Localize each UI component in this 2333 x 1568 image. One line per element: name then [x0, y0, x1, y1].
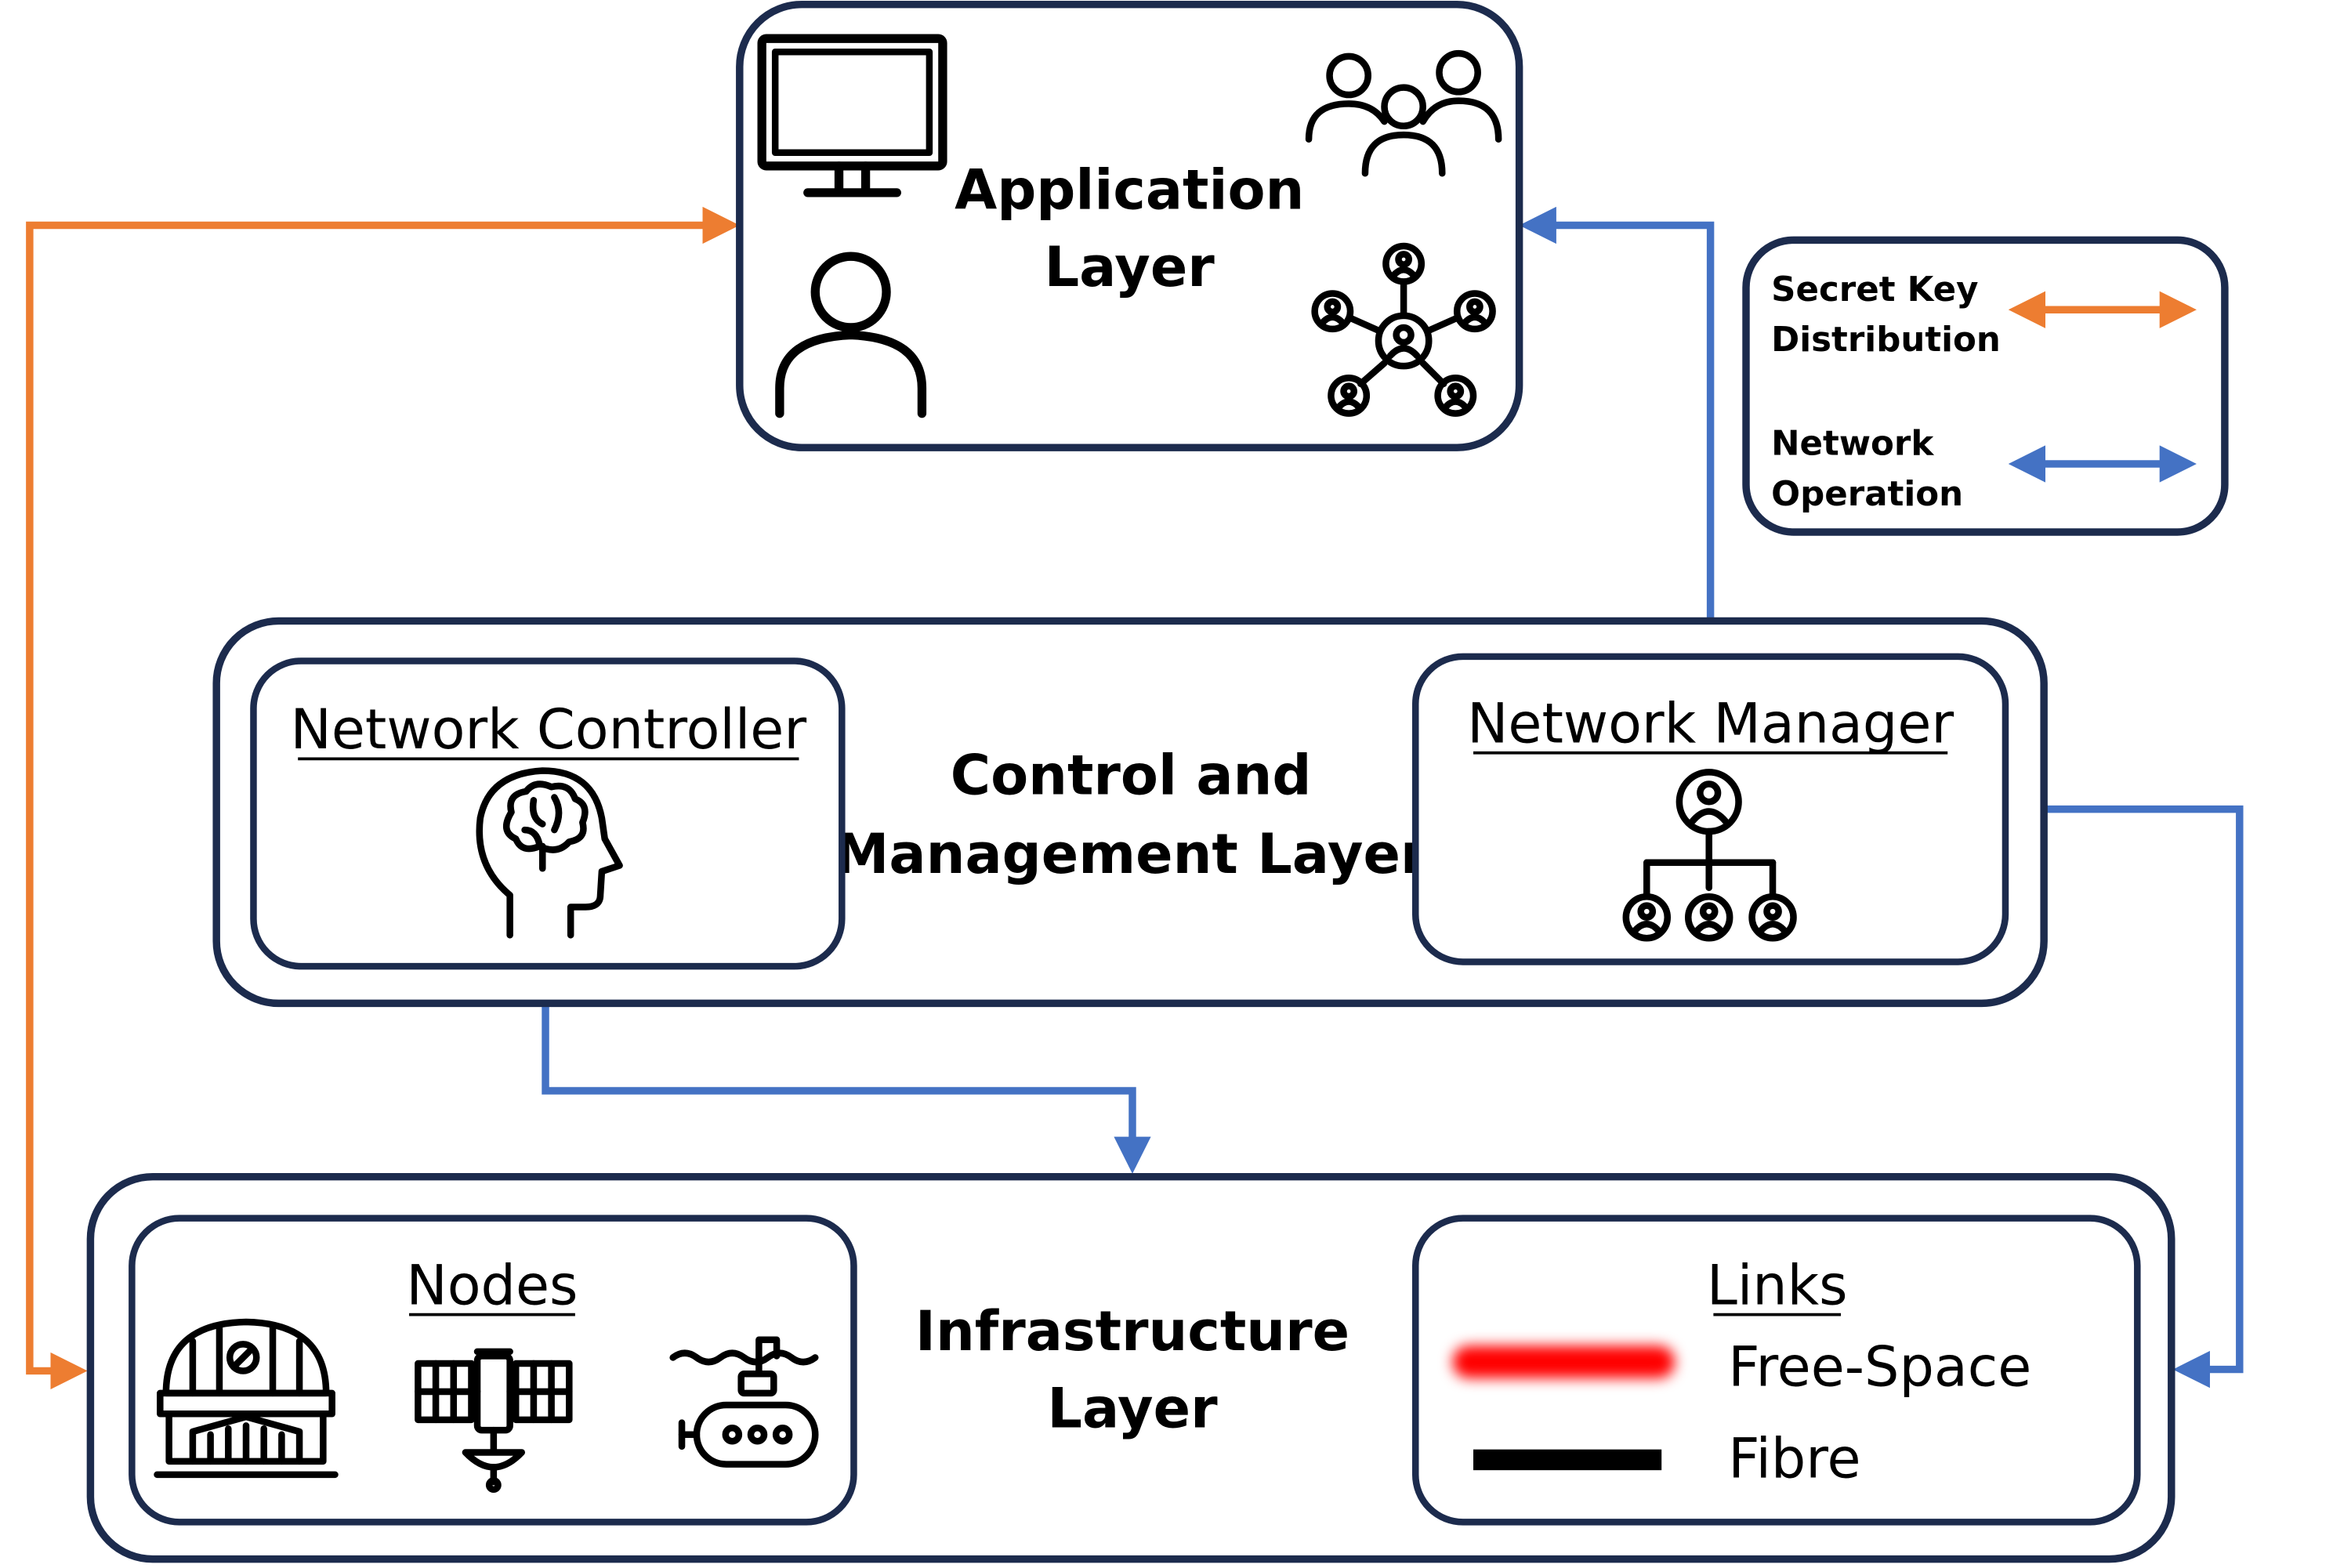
control-layer-title: Control and: [951, 744, 1312, 808]
control-layer-subtitle: Management Layer: [835, 822, 1428, 886]
manager-to-links-connector: [2004, 791, 2244, 1389]
user-group-icon: [1305, 49, 1502, 177]
user-icon: [775, 252, 927, 418]
monitor-icon: [757, 34, 947, 197]
free-space-link-swatch: [1452, 1345, 1675, 1378]
app-to-manager-connector: [1519, 206, 1730, 655]
legend-network-operation-line1: Network: [1771, 425, 1934, 464]
fibre-link-label: Fibre: [1728, 1427, 1860, 1491]
network-node-bottom-left: [1328, 375, 1371, 417]
network-node-right: [1453, 290, 1496, 333]
network-controller-label: Network Controller: [291, 697, 807, 762]
links-label: Links: [1707, 1253, 1848, 1317]
application-layer-subtitle: Layer: [1045, 235, 1215, 299]
key-distribution-connector: [26, 206, 740, 1390]
satellite-icon: [415, 1348, 573, 1494]
infrastructure-layer-title: Infrastructure: [915, 1299, 1349, 1363]
control-management-layer: Control and Management Layer Network Con…: [212, 617, 2048, 1008]
legend: Secret Key Distribution Network Operatio…: [1742, 236, 2229, 536]
network-node-bottom-right: [1434, 375, 1477, 417]
network-controller-box: Network Controller: [250, 657, 846, 970]
user-network-icon: [1311, 242, 1496, 417]
network-manager-label: Network Manager: [1467, 692, 1954, 756]
org-chart-child-left: [1622, 893, 1672, 942]
nodes-label: Nodes: [406, 1253, 578, 1317]
network-manager-box: Network Manager: [1411, 653, 2009, 965]
submarine-icon: [669, 1336, 819, 1468]
application-layer-title: Application: [955, 158, 1304, 223]
org-chart-child-right: [1748, 893, 1797, 942]
application-layer: Application Layer: [736, 0, 1523, 451]
network-node-left: [1311, 290, 1354, 333]
legend-network-operation-line2: Operation: [1771, 475, 1963, 514]
controller-to-infrastructure-connector: [527, 968, 1151, 1174]
legend-key-distribution-line1: Secret Key: [1771, 270, 1978, 310]
fibre-link-swatch: [1473, 1449, 1662, 1471]
infrastructure-layer: Infrastructure Layer Nodes: [86, 1172, 2175, 1563]
legend-key-distribution-line2: Distribution: [1771, 320, 2001, 360]
network-node-top: [1382, 242, 1426, 285]
free-space-link-label: Free-Space: [1728, 1334, 2031, 1399]
observatory-icon: [154, 1318, 339, 1479]
brain-head-icon: [476, 767, 623, 939]
nodes-box: Nodes: [129, 1215, 857, 1526]
links-box: Links Free-Space Fibre: [1411, 1215, 2141, 1526]
org-chart-icon: [1622, 769, 1797, 942]
org-chart-child-center: [1684, 893, 1733, 942]
infrastructure-layer-subtitle: Layer: [1047, 1376, 1218, 1440]
